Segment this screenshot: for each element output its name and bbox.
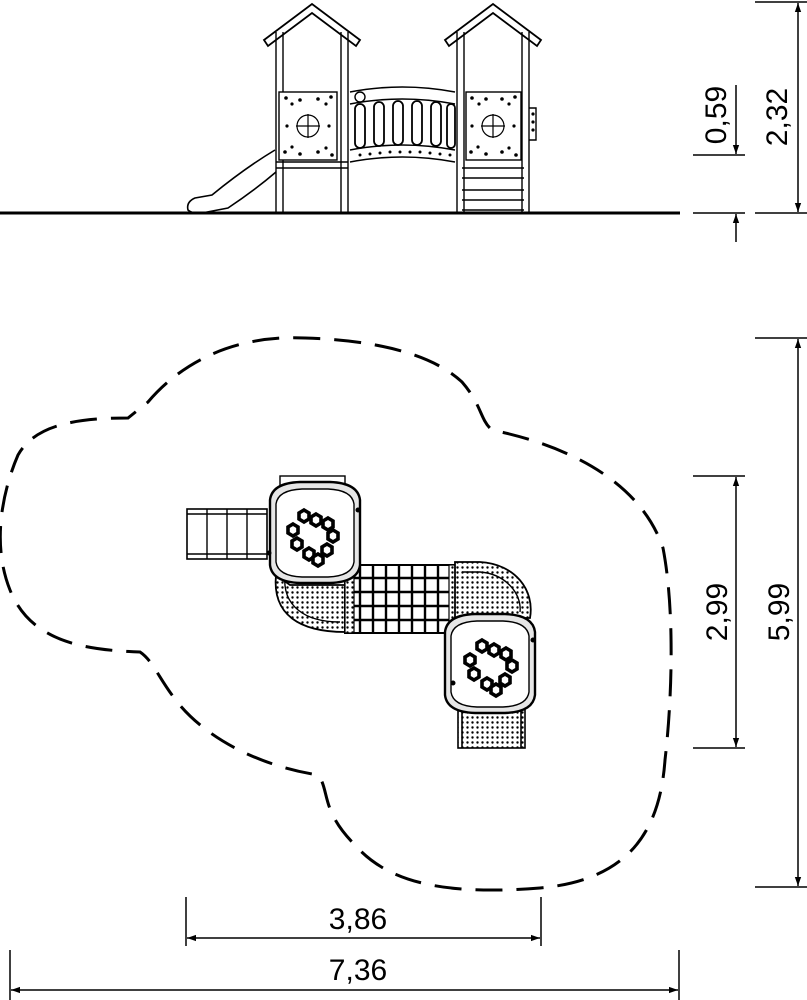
depth-dimensions: 2,99 5,99 bbox=[693, 337, 807, 888]
equipment-width-label: 3,86 bbox=[329, 903, 387, 936]
ladder-plan bbox=[186, 508, 268, 560]
left-tower-roof bbox=[266, 480, 362, 585]
bridge-side bbox=[349, 86, 456, 163]
safety-zone-outline bbox=[0, 336, 673, 892]
total-height-label: 2,32 bbox=[761, 88, 794, 146]
slide-side bbox=[186, 149, 277, 214]
platform-height-label: 0,59 bbox=[700, 86, 733, 144]
height-dimensions: 0,59 2,32 bbox=[693, 1, 807, 242]
elevation-view: 0,59 2,32 bbox=[0, 1, 807, 242]
right-tower-side bbox=[443, 2, 543, 213]
safety-zone-width-label: 7,36 bbox=[329, 954, 387, 987]
ladder-side bbox=[462, 167, 524, 211]
left-tower-side bbox=[262, 2, 362, 213]
right-tower-roof bbox=[443, 612, 537, 715]
equipment-depth-label: 2,99 bbox=[701, 583, 734, 641]
safety-zone-depth-label: 5,99 bbox=[763, 583, 796, 641]
plan-view: 2,99 5,99 3,86 7,36 bbox=[0, 336, 807, 1000]
width-dimensions: 3,86 7,36 bbox=[9, 897, 680, 1000]
right-platform-curve bbox=[454, 561, 532, 619]
bridge-plan bbox=[344, 564, 459, 634]
